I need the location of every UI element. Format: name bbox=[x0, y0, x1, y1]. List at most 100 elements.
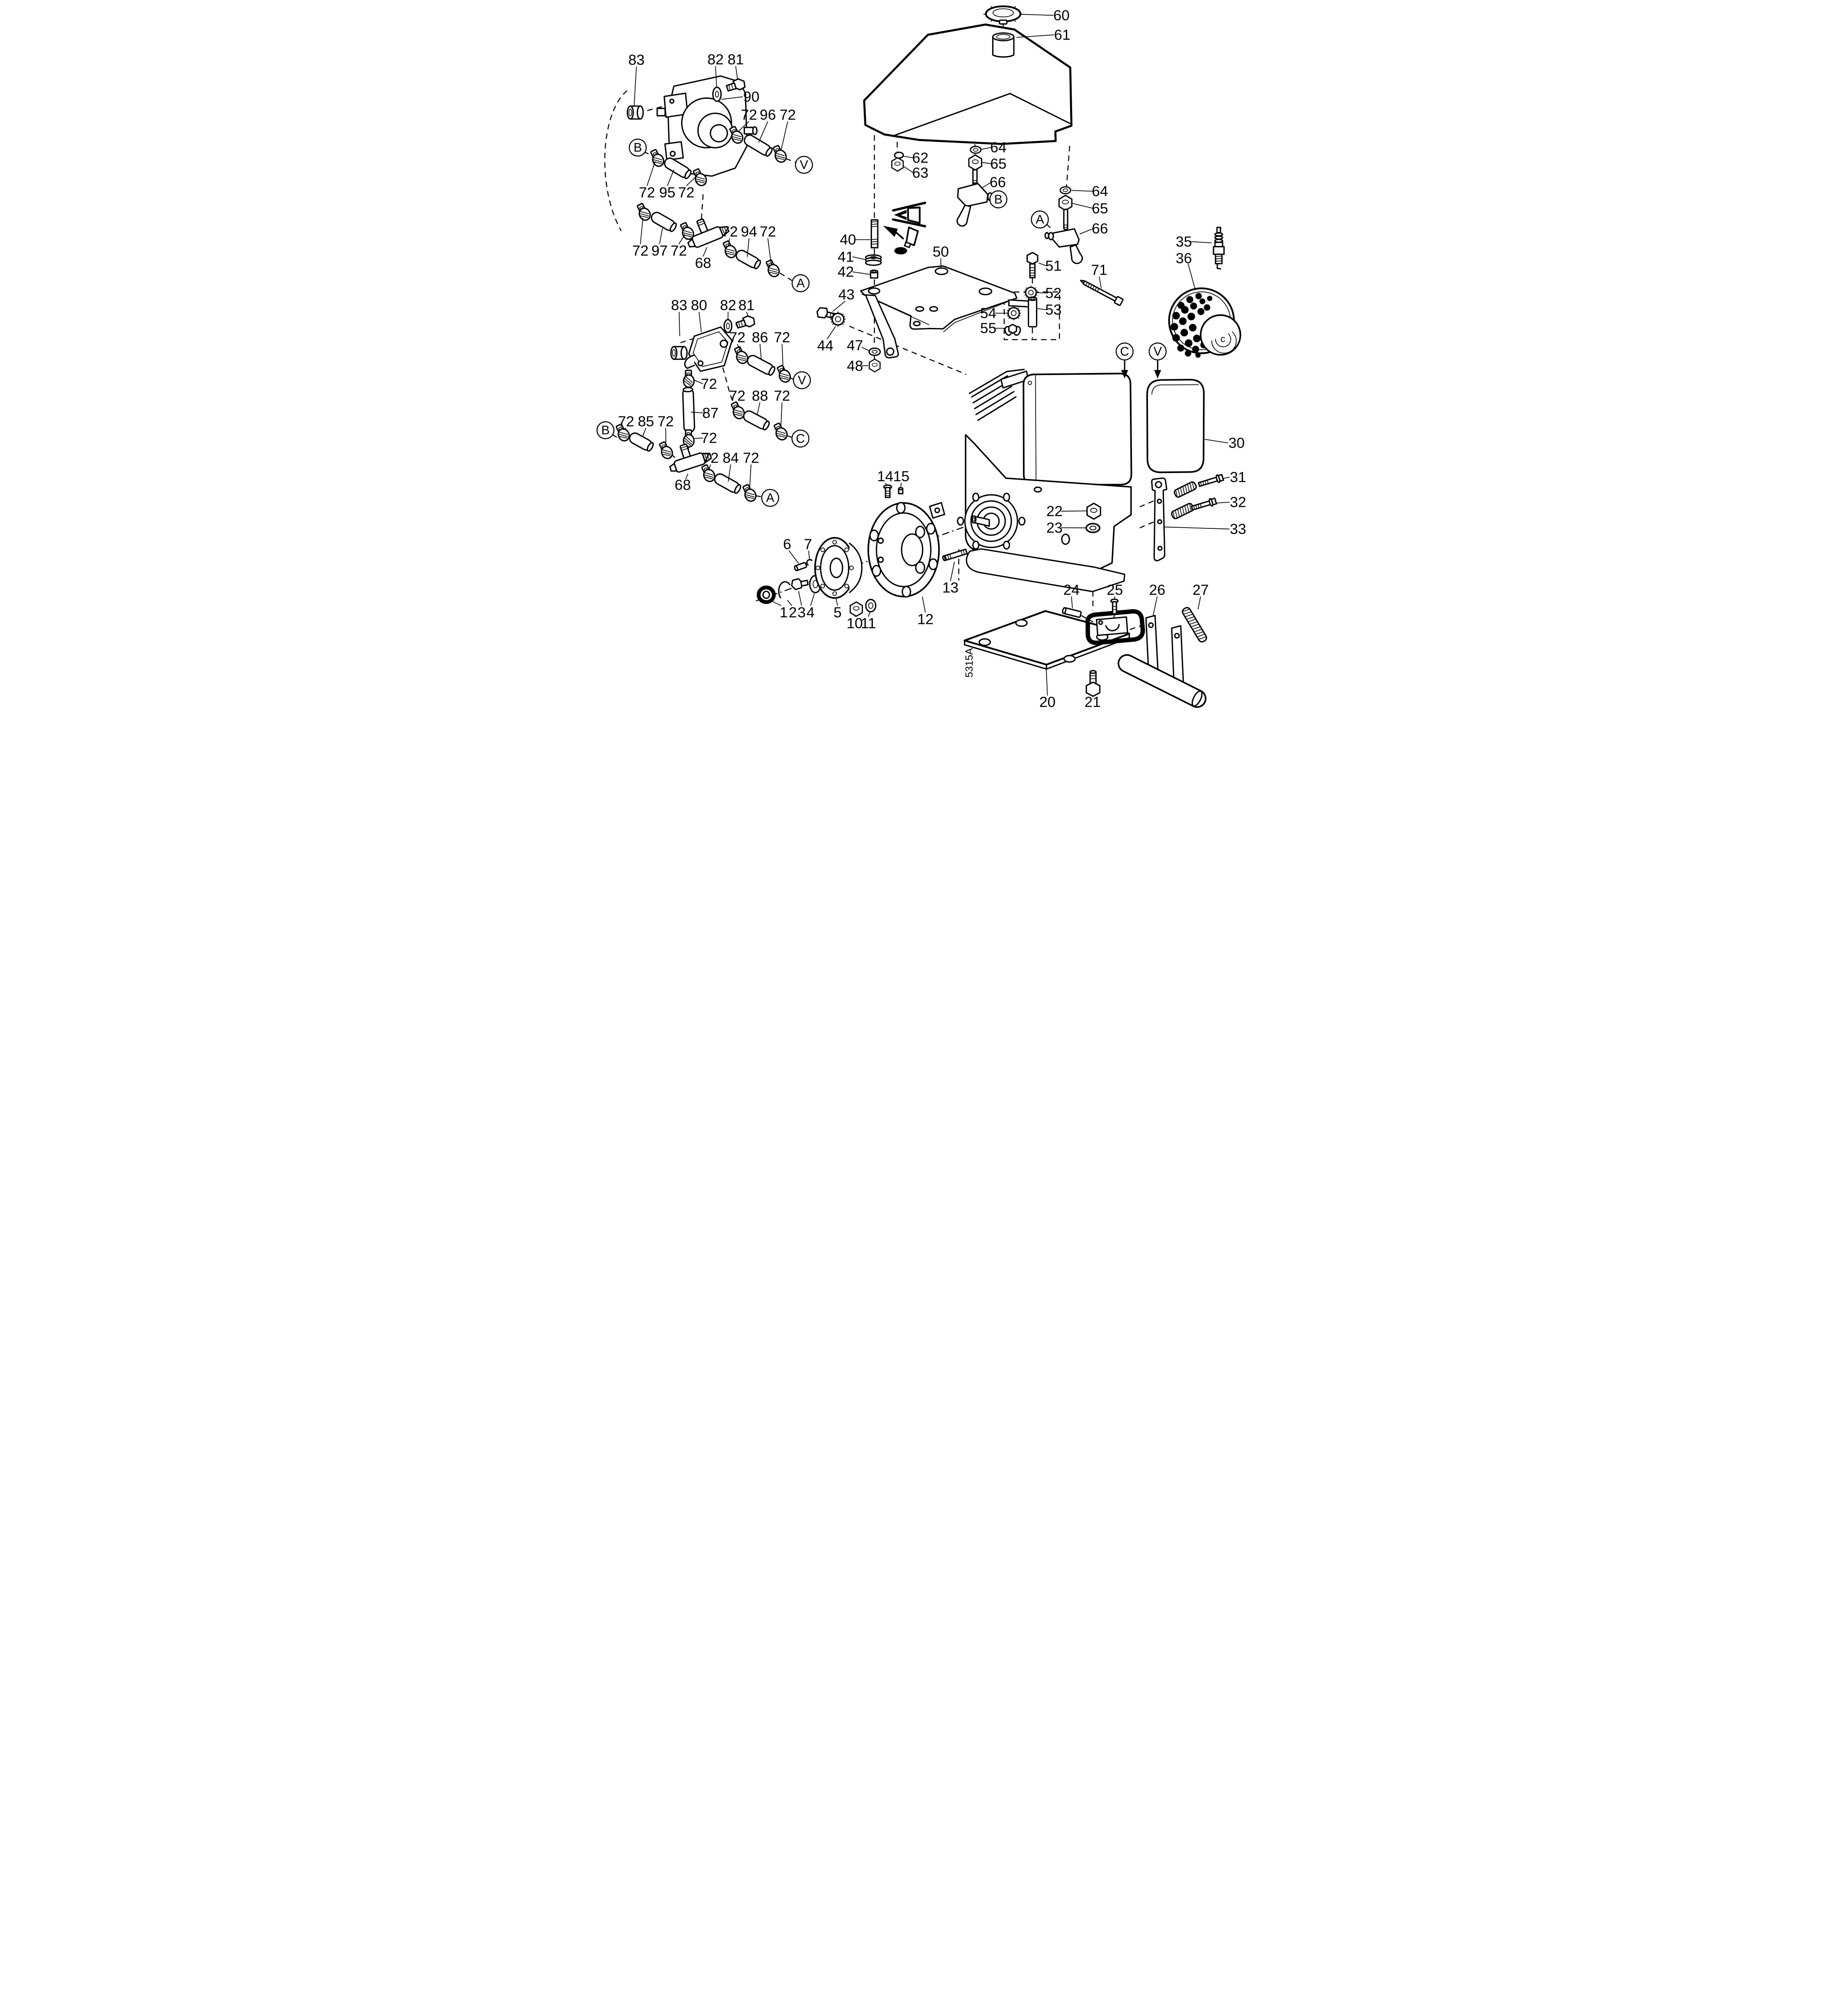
base-plate-group bbox=[963, 598, 1207, 708]
fuel-tank bbox=[863, 5, 1073, 145]
balloon-letter-B: B bbox=[601, 423, 610, 437]
part-callout-43: 43 bbox=[838, 287, 855, 303]
part-callout-23: 23 bbox=[1046, 519, 1063, 536]
leader-line bbox=[787, 600, 792, 606]
part-callout-22: 22 bbox=[1046, 503, 1063, 519]
balloon-letter-V: V bbox=[1153, 344, 1162, 358]
part-callout-24: 24 bbox=[1063, 582, 1080, 598]
spring-32 bbox=[1171, 503, 1194, 519]
balloon-V bbox=[793, 371, 811, 389]
lock-washer-54 bbox=[1006, 305, 1022, 321]
leader-line bbox=[1198, 596, 1201, 610]
part-callout-95: 95 bbox=[659, 184, 676, 201]
balloon-C bbox=[1116, 342, 1134, 361]
pointer-arrow bbox=[883, 225, 898, 237]
leader-line bbox=[694, 380, 704, 385]
part-callout-81: 81 bbox=[738, 297, 755, 314]
leader-line bbox=[746, 312, 749, 316]
balloon-A bbox=[791, 274, 810, 292]
leader-line bbox=[737, 402, 739, 407]
nut-48 bbox=[869, 358, 881, 373]
part-callout-55: 55 bbox=[980, 320, 997, 337]
bolt-81 bbox=[726, 78, 746, 92]
leader-line bbox=[756, 402, 761, 415]
glue-tube bbox=[905, 226, 919, 246]
part-callout-47: 47 bbox=[847, 337, 863, 353]
washer-82 bbox=[712, 86, 722, 102]
leader-line bbox=[758, 121, 768, 143]
balloon-A bbox=[1031, 210, 1049, 229]
bolt-3 bbox=[791, 578, 809, 590]
part-callout-71: 71 bbox=[1091, 262, 1107, 278]
leader-line bbox=[832, 300, 846, 312]
part-callout-72: 72 bbox=[632, 242, 649, 259]
leader-line bbox=[861, 347, 870, 351]
part-callout-83: 83 bbox=[671, 297, 688, 314]
leader-line bbox=[759, 344, 762, 360]
leader-line bbox=[647, 161, 656, 186]
washer-64-right bbox=[1059, 186, 1072, 194]
leader-line bbox=[981, 182, 991, 189]
leader-line bbox=[950, 562, 955, 581]
part-callout-72: 72 bbox=[743, 450, 759, 466]
leader-line bbox=[798, 591, 802, 606]
balloon-arrows bbox=[1121, 360, 1161, 379]
leader-line bbox=[686, 175, 698, 187]
balloon-letter-A: A bbox=[766, 491, 774, 505]
part-callout-10: 10 bbox=[847, 615, 863, 631]
part-callout-35: 35 bbox=[1176, 233, 1192, 250]
part-callout-61: 61 bbox=[1054, 27, 1070, 43]
carb-bracket bbox=[1085, 609, 1145, 645]
nut-63 bbox=[891, 157, 904, 172]
spacer-42 bbox=[870, 269, 879, 279]
part-callout-87: 87 bbox=[702, 405, 719, 421]
bracket-50-hardware bbox=[816, 252, 1124, 373]
part-callout-3: 3 bbox=[797, 604, 806, 621]
leader-line bbox=[981, 147, 992, 150]
part-callout-84: 84 bbox=[722, 450, 739, 466]
part-callout-94: 94 bbox=[741, 223, 757, 240]
fuel-pump-90 bbox=[626, 75, 789, 279]
washer-23 bbox=[1085, 523, 1100, 533]
valve-lever bbox=[956, 204, 971, 227]
plug-62 bbox=[894, 151, 904, 159]
part-callout-62: 62 bbox=[912, 150, 929, 166]
part-callout-80: 80 bbox=[691, 297, 707, 314]
lock-washer-44 bbox=[829, 311, 847, 328]
pump-drive-parts bbox=[756, 484, 968, 617]
leader-line bbox=[685, 473, 688, 480]
leader-line bbox=[835, 597, 838, 606]
hose-96 bbox=[744, 134, 773, 157]
nut-22 bbox=[1086, 503, 1101, 520]
part-callout-48: 48 bbox=[847, 357, 863, 374]
part-callout-60: 60 bbox=[1053, 7, 1070, 23]
engine-shroud bbox=[1022, 373, 1132, 486]
balloon-letter-A: A bbox=[797, 276, 805, 290]
leader-line bbox=[852, 271, 870, 275]
leader-line bbox=[781, 121, 788, 150]
part-callout-27: 27 bbox=[1193, 582, 1209, 598]
drawing-stamp: 5315A bbox=[963, 648, 975, 677]
fuel-valve-66-right bbox=[1044, 208, 1083, 264]
valve-lever bbox=[1069, 244, 1083, 264]
leader-line bbox=[1152, 596, 1158, 617]
flange-5 bbox=[814, 537, 863, 599]
part-callout-11: 11 bbox=[861, 615, 876, 631]
part-callout-41: 41 bbox=[838, 248, 854, 265]
leader-line bbox=[699, 312, 702, 332]
hose-86 bbox=[747, 355, 776, 376]
nut-65-right bbox=[1058, 195, 1073, 211]
part-callout-72: 72 bbox=[741, 107, 757, 123]
balloon-B bbox=[989, 190, 1008, 209]
hose-97 bbox=[651, 212, 677, 232]
cable-tie-71 bbox=[1080, 280, 1124, 306]
spring-31 bbox=[1173, 481, 1197, 498]
handle-bracket-26 bbox=[1118, 614, 1207, 708]
balloon-A bbox=[761, 489, 779, 507]
part-callout-51: 51 bbox=[1045, 257, 1062, 274]
leader-line bbox=[982, 162, 992, 164]
leader-line bbox=[1038, 262, 1047, 266]
balloon-V bbox=[1148, 342, 1167, 361]
leader-line bbox=[1071, 596, 1073, 608]
